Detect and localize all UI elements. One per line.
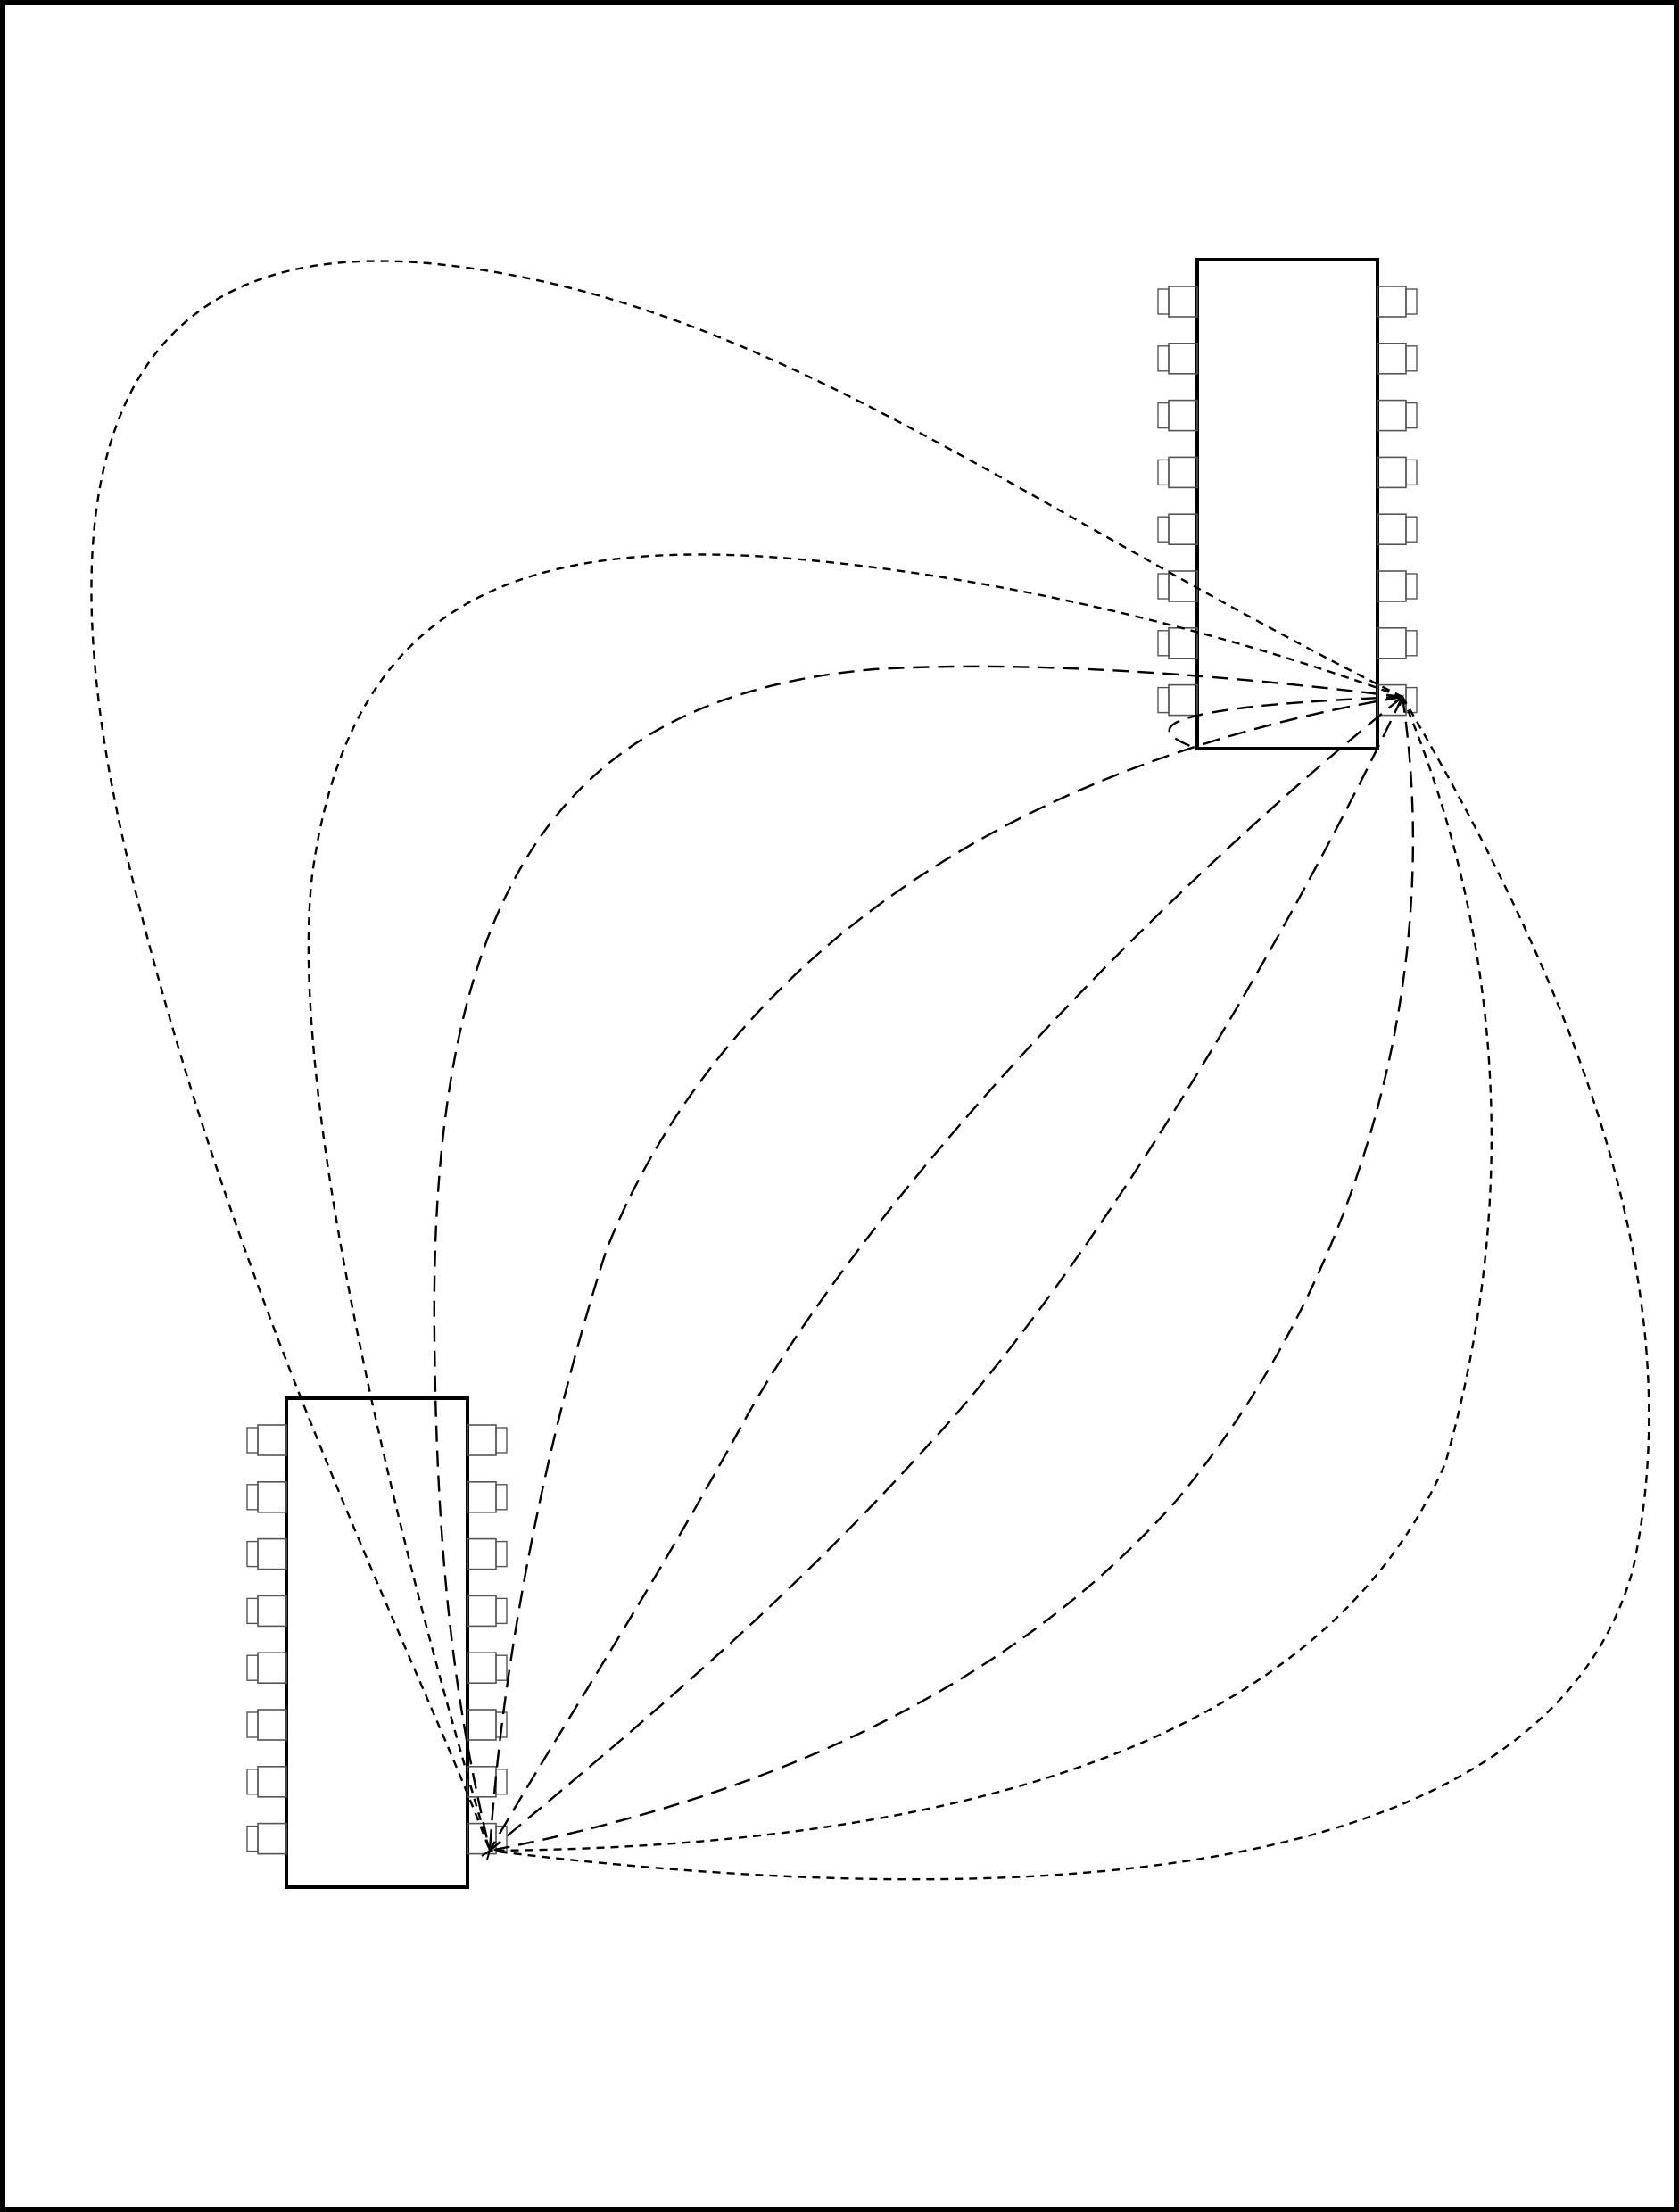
connection-wire-9 — [489, 696, 1650, 1881]
upper-right-chip-right-pin-tab — [1405, 573, 1418, 600]
upper-right-chip-left-pin-tab — [1157, 573, 1170, 600]
upper-right-chip-right-pin-tab — [1405, 630, 1418, 657]
upper-right-chip-left-pin-tab — [1157, 630, 1170, 657]
upper-right-chip-left-pin-tab — [1157, 686, 1170, 714]
upper-right-chip-right-pin-tab — [1405, 345, 1418, 372]
lower-left-chip — [246, 1396, 508, 1889]
lower-left-chip-right-pin-tab — [495, 1540, 508, 1568]
lower-left-chip-left-pin-tab — [246, 1654, 259, 1681]
upper-right-chip-left-pin-tab — [1157, 288, 1170, 315]
lower-left-chip-left-pin-tab — [246, 1597, 259, 1625]
upper-right-chip-left-pin-tab — [1157, 516, 1170, 543]
connection-wire-6 — [489, 696, 1404, 1852]
connection-wire-10 — [1168, 695, 1403, 750]
upper-right-chip-right-pin-tab — [1405, 402, 1418, 429]
lower-left-chip-right-pin-tab — [495, 1484, 508, 1511]
upper-right-chip — [1157, 258, 1418, 750]
connection-wire-3 — [433, 665, 1403, 1852]
upper-right-chip-left-pin-tab — [1157, 402, 1170, 429]
upper-right-chip-left-pin-tab — [1157, 459, 1170, 486]
lower-left-chip-left-pin-tab — [246, 1769, 259, 1795]
connection-wire-8 — [489, 696, 1493, 1852]
connection-wire-1 — [90, 260, 1403, 1852]
lower-left-chip-left-pin-tab — [246, 1484, 259, 1511]
lower-left-chip-left-pin-tab — [246, 1825, 259, 1852]
connection-wire-7 — [489, 696, 1415, 1852]
chips-layer — [246, 258, 1418, 1889]
lower-left-chip-right-pin-tab — [495, 1597, 508, 1625]
lower-left-chip-right-pin-tab — [495, 1427, 508, 1454]
lower-left-chip-left-pin-tab — [246, 1711, 259, 1738]
lower-left-chip-body — [285, 1396, 469, 1889]
upper-right-chip-right-pin-tab — [1405, 288, 1418, 315]
upper-right-chip-left-pin-tab — [1157, 345, 1170, 372]
lower-left-chip-left-pin-tab — [246, 1540, 259, 1568]
upper-right-chip-right-pin-tab — [1405, 459, 1418, 486]
connection-wire-2 — [307, 553, 1403, 1852]
upper-right-chip-right-pin-tab — [1405, 516, 1418, 543]
lower-left-chip-left-pin-tab — [246, 1427, 259, 1454]
wires-layer — [90, 260, 1650, 1881]
upper-right-chip-body — [1195, 258, 1379, 750]
connection-wire-5 — [488, 696, 1403, 1852]
connection-wire-4 — [488, 695, 1403, 1852]
lower-left-chip-right-pin-tab — [495, 1654, 508, 1681]
